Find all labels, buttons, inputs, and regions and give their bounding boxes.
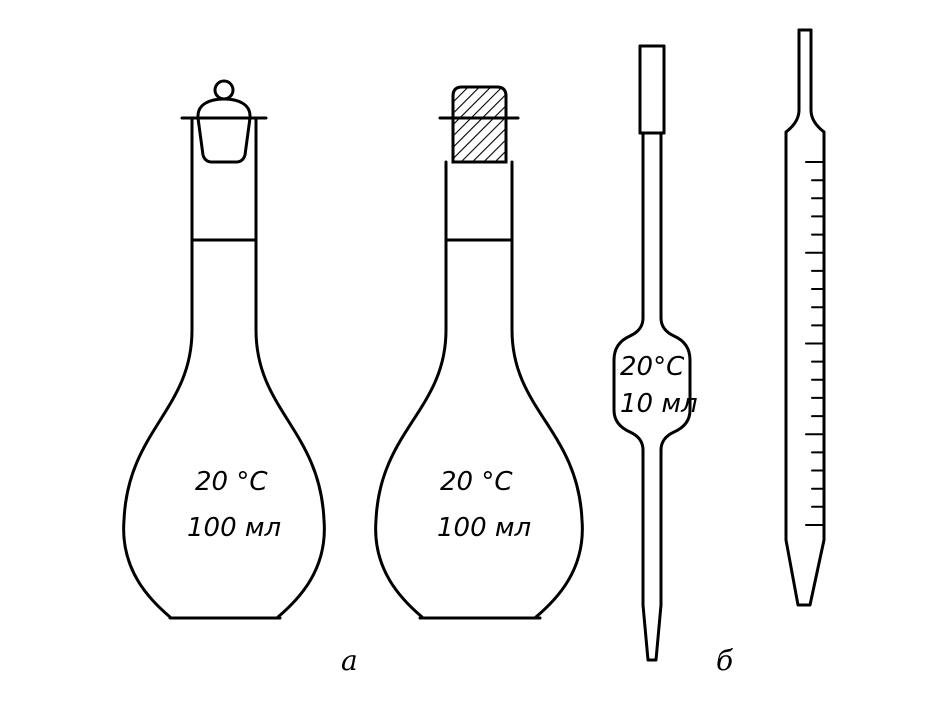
caption-a: а [341,644,358,677]
pipette-temperature-label: 20°C [620,352,685,382]
stopper-knob-icon [213,79,235,101]
flask-temperature-label: 20 °C [440,467,513,497]
caption-b: б [716,644,734,677]
graduated-pipette [784,28,826,607]
flask-bulb [374,328,584,619]
stopper-plug-icon [196,116,252,164]
volumetric-pipette: 20°C 10 мл [612,44,698,662]
pipette-bulb [612,316,692,452]
volumetric-flask-with-plastic-stopper: 20 °C 100 мл [374,85,584,620]
flask-temperature-label: 20 °C [195,467,268,497]
plastic-stopper-icon [451,85,508,164]
flask-bulb [122,328,326,619]
pipette-volume-label: 10 мл [620,389,698,419]
flask-volume-label: 100 мл [187,513,281,543]
stopper-cap-icon [196,97,252,118]
graduation-scale [805,161,825,526]
flask-volume-label: 100 мл [437,513,531,543]
volumetric-flask-with-glass-stopper: 20 °C 100 мл [122,79,326,620]
